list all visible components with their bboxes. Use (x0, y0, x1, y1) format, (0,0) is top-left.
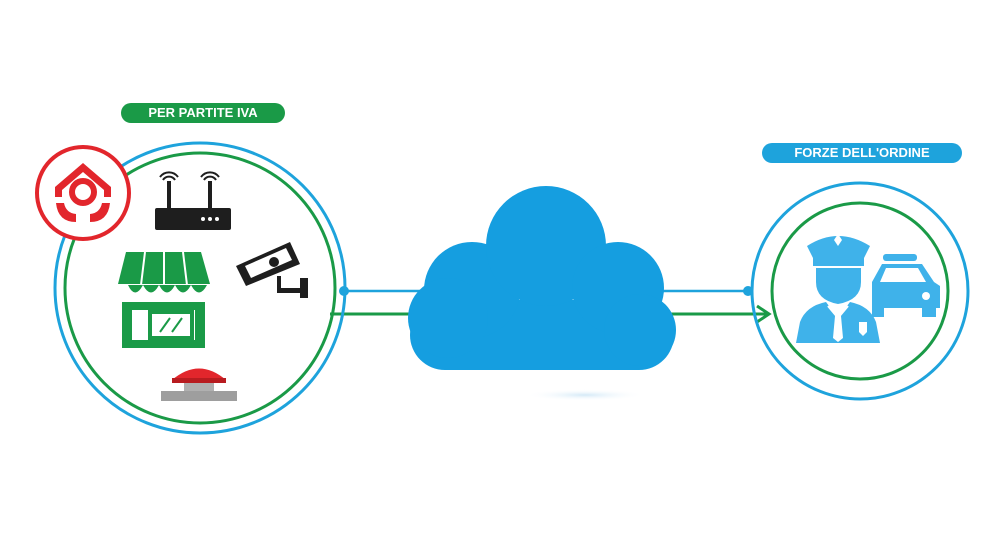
green-arrow-head (756, 304, 772, 324)
home-protection-icon (35, 145, 131, 241)
cloud-icon (408, 186, 676, 401)
alarm-button-icon (161, 368, 237, 401)
business-group (35, 141, 347, 435)
police-group (750, 181, 970, 401)
police-officer-icon (796, 234, 880, 343)
business-inner-ring (63, 151, 337, 425)
router-icon (155, 171, 231, 230)
police-outer-ring (750, 181, 970, 401)
police-car-icon (872, 254, 940, 317)
police-inner-ring (770, 201, 950, 381)
business-label-badge: PER PARTITE IVA (121, 103, 285, 123)
police-label-badge: FORZE DELL'ORDINE (762, 143, 962, 163)
cloud-shadow (525, 389, 645, 401)
shop-icon (118, 251, 210, 348)
security-camera-icon (236, 242, 308, 298)
right-link-node (743, 286, 753, 296)
business-outer-ring (53, 141, 347, 435)
